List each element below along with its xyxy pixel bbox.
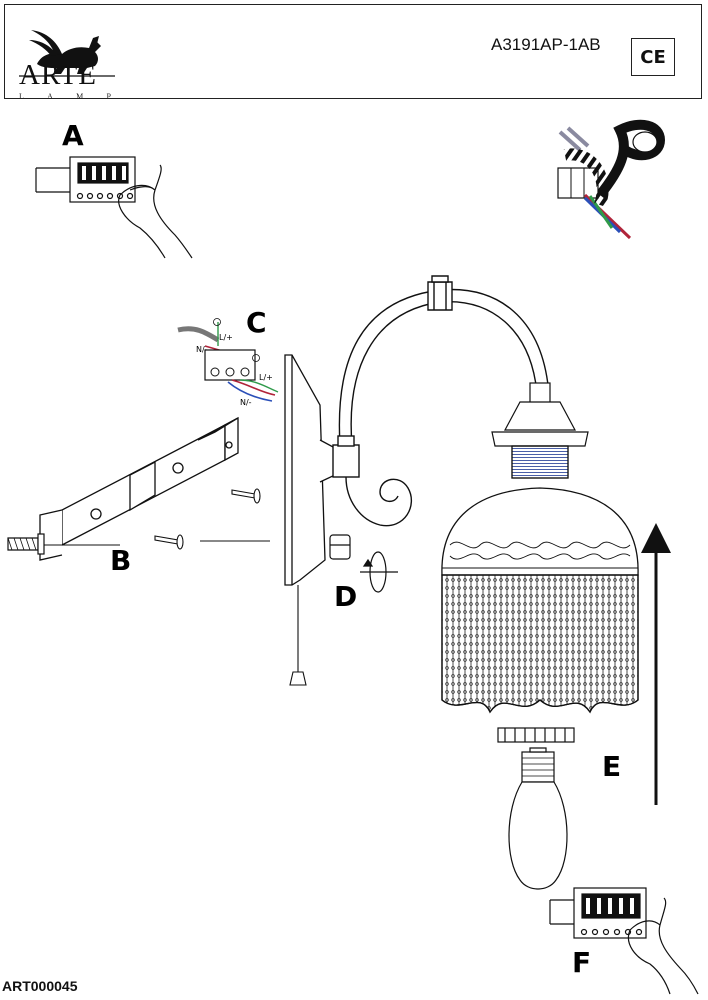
hand-f bbox=[627, 897, 699, 995]
rotate-arrow-d bbox=[360, 551, 398, 593]
wall-screw bbox=[7, 533, 45, 555]
wall-backplate bbox=[284, 354, 336, 586]
lamp-arm bbox=[332, 275, 549, 527]
brand-sub-letter: L bbox=[19, 92, 24, 101]
wire-label-neutral: N/- bbox=[196, 345, 208, 354]
candle-bulb bbox=[508, 747, 568, 890]
step-label-a: A bbox=[62, 119, 84, 152]
header-frame: ARTE L A M P A3191AP-1AB CE bbox=[4, 4, 702, 101]
pull-cord bbox=[289, 585, 307, 686]
wire-label-live: L/+ bbox=[219, 333, 233, 342]
step-label-d: D bbox=[334, 580, 357, 613]
brand-subtitle: L A M P bbox=[19, 92, 111, 101]
terminal-block-f bbox=[549, 887, 647, 939]
article-code: ART000045 bbox=[2, 978, 78, 994]
griffin-logo bbox=[19, 30, 115, 77]
step-label-c: C bbox=[246, 306, 267, 339]
mounting-bracket bbox=[39, 416, 239, 561]
terminal-wiring-detail bbox=[557, 119, 666, 240]
step-label-e: E bbox=[602, 750, 621, 783]
terminal-block-a bbox=[35, 156, 136, 203]
bracket-screw bbox=[231, 488, 261, 504]
brand-sub-letter: M bbox=[76, 92, 84, 101]
wire-label-neutral: N/- bbox=[240, 398, 252, 407]
brand-sub-letter: P bbox=[106, 92, 111, 101]
model-number: A3191AP-1AB bbox=[491, 35, 601, 54]
brand-name: ARTE bbox=[19, 59, 97, 91]
lamp-holder bbox=[491, 382, 589, 479]
glass-shade bbox=[441, 487, 639, 714]
bracket-screw bbox=[154, 534, 184, 550]
step-label-b: B bbox=[110, 544, 131, 577]
step-label-f: F bbox=[572, 946, 591, 979]
wire-label-live: L/+ bbox=[259, 373, 273, 382]
hand-a bbox=[118, 164, 193, 259]
brand-sub-letter: A bbox=[47, 92, 53, 101]
shade-ring bbox=[497, 727, 575, 743]
connector-c: L/+ N/- L/+ N/- bbox=[177, 318, 279, 407]
ce-mark: CE bbox=[631, 38, 675, 76]
cap-nut bbox=[329, 534, 351, 560]
